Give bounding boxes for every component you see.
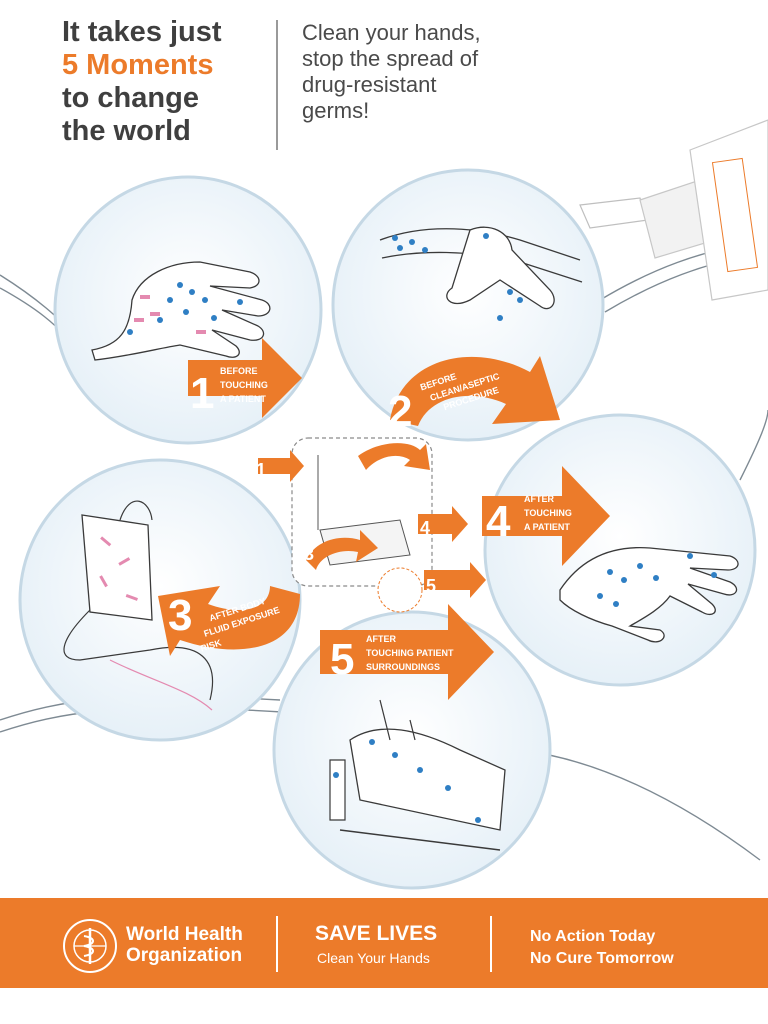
tagline: Clean your hands, stop the spread of dru… <box>302 20 481 123</box>
headline-line-4: the world <box>62 115 191 147</box>
svg-text:5: 5 <box>426 576 436 596</box>
header-divider <box>276 20 278 150</box>
svg-text:3: 3 <box>304 544 314 564</box>
moment-1-line-3: A PATIENT <box>220 394 266 404</box>
moment-2-arrow: 2 BEFORE CLEAN/ASEPTIC PROCEDURE <box>388 356 560 436</box>
moment-3-number: 3 <box>168 591 192 640</box>
headline: It takes just 5 Moments to change the wo… <box>62 16 262 148</box>
headline-line-3: to change <box>62 82 199 114</box>
slogan: No Action Today No Cure Tomorrow <box>530 926 674 970</box>
moment-4-line-2: TOUCHING <box>524 508 572 518</box>
five-moments-illustration: 1 2 3 4 5 1 BEFORE TOUCHING A PATIENT 2 … <box>0 119 768 890</box>
svg-text:2: 2 <box>360 468 370 488</box>
moment-4-line-3: A PATIENT <box>524 522 570 532</box>
footer-divider-1 <box>276 916 278 972</box>
footer-banner: World Health Organization SAVE LIVES Cle… <box>0 898 768 988</box>
headline-line-1: It takes just <box>62 16 222 48</box>
save-lives-text: SAVE LIVES <box>315 922 438 945</box>
moment-1-line-1: BEFORE <box>220 366 258 376</box>
slogan-line-1: No Action Today <box>530 928 656 945</box>
moment-5-line-2: TOUCHING PATIENT <box>366 648 454 658</box>
org-name-line-2: Organization <box>126 945 243 966</box>
circle-moment-4 <box>483 413 757 687</box>
clean-hands-text: Clean Your Hands <box>317 950 430 966</box>
center-room-diagram: 1 2 3 4 5 <box>256 437 486 613</box>
org-name-line-1: World Health <box>126 924 243 945</box>
moment-1-number: 1 <box>190 369 214 418</box>
svg-text:4: 4 <box>420 518 430 538</box>
moment-5-arrow: 5 AFTER TOUCHING PATIENT SURROUNDINGS <box>320 604 494 700</box>
footer-divider-2 <box>490 916 492 972</box>
slogan-line-2: No Cure Tomorrow <box>530 950 674 967</box>
org-name: World Health Organization <box>126 924 266 966</box>
moment-1-line-2: TOUCHING <box>220 380 268 390</box>
moment-5-number: 5 <box>330 635 354 684</box>
circle-moment-1 <box>53 175 323 445</box>
moment-4-line-1: AFTER <box>524 494 554 504</box>
moment-4-number: 4 <box>486 497 511 546</box>
who-emblem-icon <box>63 919 117 973</box>
moment-5-line-3: SURROUNDINGS <box>366 662 440 672</box>
moment-2-number: 2 <box>388 387 412 436</box>
circle-moment-5 <box>272 610 552 890</box>
moment-4-arrow: 4 AFTER TOUCHING A PATIENT <box>482 466 610 566</box>
headline-accent: 5 Moments <box>62 49 214 81</box>
moment-1-arrow: 1 BEFORE TOUCHING A PATIENT <box>188 338 302 418</box>
moment-5-line-1: AFTER <box>366 634 396 644</box>
svg-text:1: 1 <box>256 460 266 480</box>
hand-rub-bottle-icon <box>579 119 768 301</box>
